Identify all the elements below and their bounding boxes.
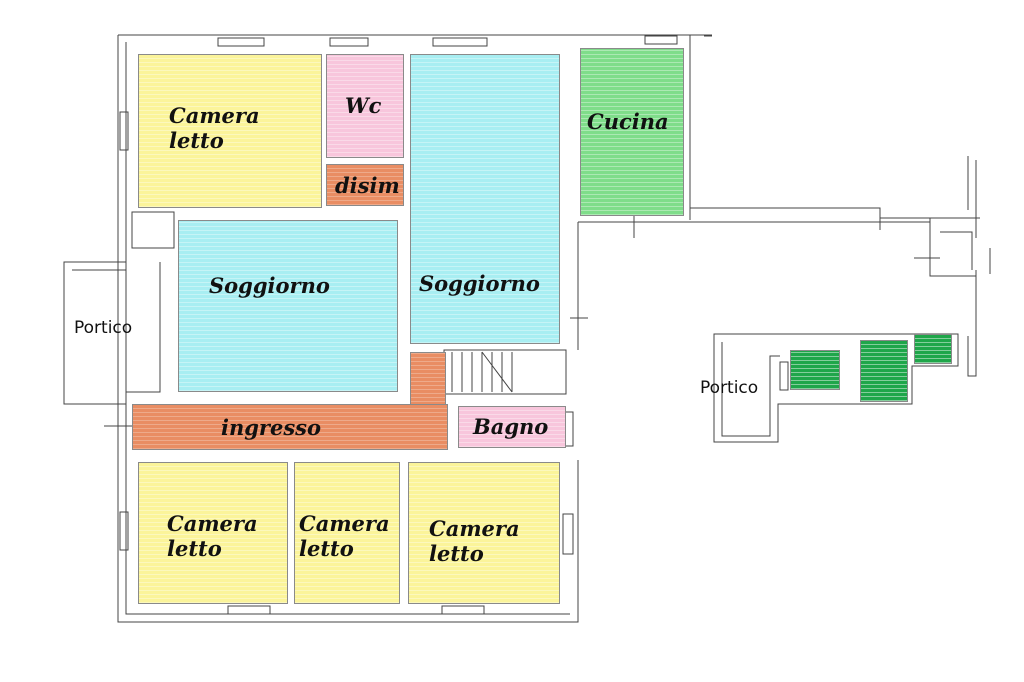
room-label: Cucina: [587, 109, 669, 134]
room-camera-letto-3: Camera letto: [294, 462, 400, 604]
garden-bed-1: [790, 350, 840, 390]
room-camera-letto-4: Camera letto: [408, 462, 560, 604]
room-ingresso: ingresso: [132, 404, 448, 450]
room-label: Wc: [345, 93, 382, 118]
room-label: Soggiorno: [419, 271, 540, 296]
room-soggiorno-left: Soggiorno: [178, 220, 398, 392]
room-cucina: Cucina: [580, 48, 684, 216]
garden-bed-2: [860, 340, 908, 402]
portico-right-label: Portico: [700, 378, 759, 398]
portico-left-label: Portico: [74, 318, 133, 338]
room-ingresso-hall: [410, 352, 446, 406]
room-label: Bagno: [473, 414, 549, 439]
garden-bed-3: [914, 334, 952, 364]
room-disim: disim: [326, 164, 404, 206]
room-label: Camera letto: [167, 511, 258, 561]
room-soggiorno-right: Soggiorno: [410, 54, 560, 344]
room-label: ingresso: [221, 415, 322, 440]
room-bagno: Bagno: [458, 406, 566, 448]
room-camera-letto-1: Camera letto: [138, 54, 322, 208]
room-label: Camera letto: [169, 103, 260, 153]
room-label: Soggiorno: [209, 273, 330, 298]
room-label: Camera letto: [299, 511, 390, 561]
room-label: Camera letto: [429, 516, 520, 566]
room-label: disim: [335, 173, 400, 198]
room-wc: Wc: [326, 54, 404, 158]
room-camera-letto-2: Camera letto: [138, 462, 288, 604]
